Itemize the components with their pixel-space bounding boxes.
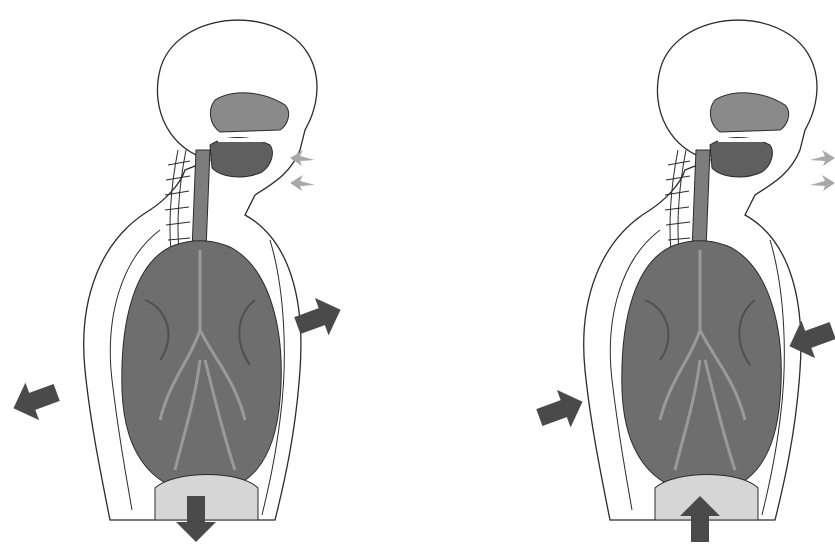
back-expand-arrow-icon bbox=[7, 374, 64, 427]
panel-exhalation bbox=[532, 20, 835, 542]
air-out-arrow-icon bbox=[810, 150, 835, 191]
panel-inhalation bbox=[7, 20, 348, 542]
chest-expand-arrow-icon bbox=[290, 291, 347, 344]
back-contract-arrow-icon bbox=[532, 383, 589, 436]
air-in-arrow-icon bbox=[290, 150, 315, 191]
chest-contract-arrow-icon bbox=[783, 312, 835, 365]
